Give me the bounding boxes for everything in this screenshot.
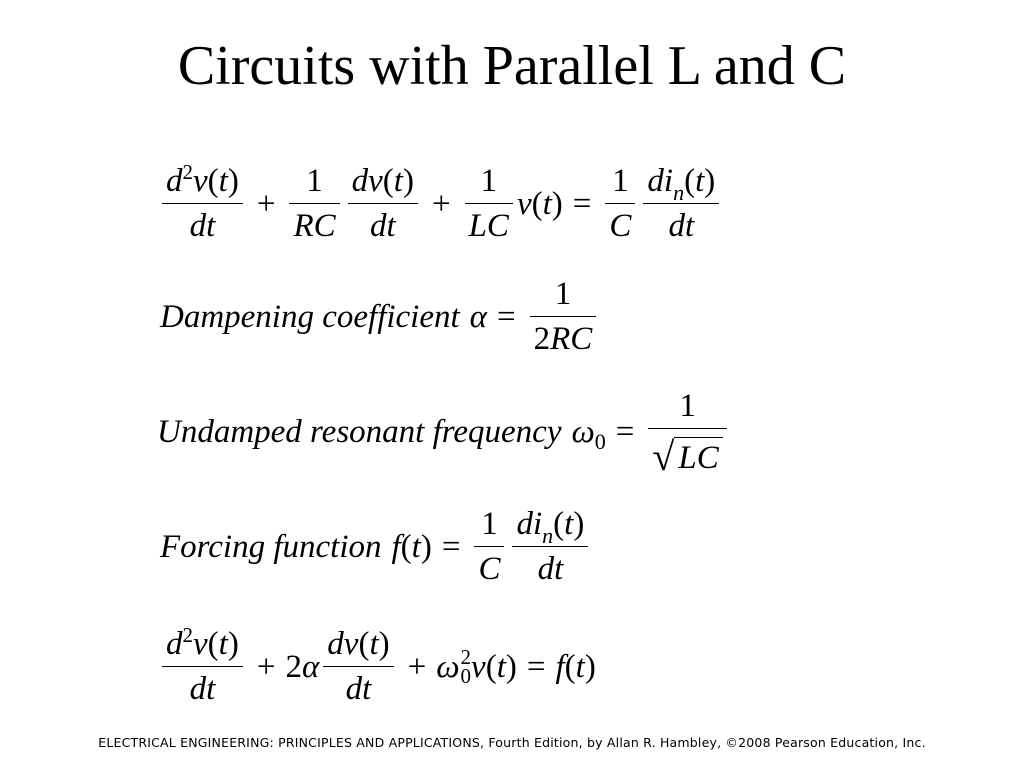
footer-copyright: ELECTRICAL ENGINEERING: PRINCIPLES AND A…: [98, 735, 926, 750]
slide-title: Circuits with Parallel L and C: [177, 35, 847, 97]
damping-label: Dampening coefficient: [160, 298, 460, 335]
resonant-label: Undamped resonant frequency: [157, 414, 562, 450]
forcing-label: Forcing function: [160, 528, 382, 565]
